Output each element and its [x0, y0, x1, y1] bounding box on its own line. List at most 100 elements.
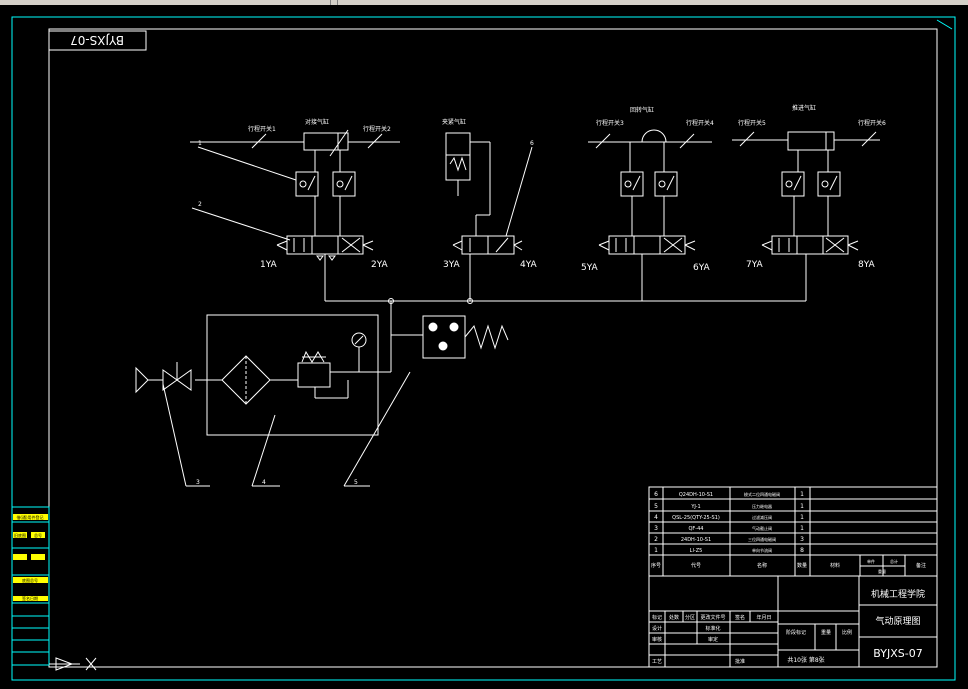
shutoff-valve — [135, 362, 192, 394]
cylinder-2-label: 夹紧气缸 — [442, 118, 466, 126]
bom-cell-no: 6 — [654, 491, 658, 498]
tb-std: 标准化 — [705, 625, 720, 632]
bom-header-single: 单件 — [867, 558, 875, 564]
bom-cell-name: 压力继电器 — [752, 503, 772, 509]
bom-header-total: 总计 — [890, 558, 898, 564]
switch-6-label: 行程开关6 — [858, 119, 886, 127]
callout-leaders-left — [191, 146, 297, 241]
tb-design: 设计 — [652, 625, 662, 632]
bom-cell-code: QF-44 — [689, 526, 704, 532]
tb-sign: 签名 — [735, 614, 745, 621]
bom-cell-no: 3 — [654, 525, 658, 532]
callout-leaders-bottom — [162, 371, 411, 487]
bom-cell-no: 4 — [654, 514, 658, 521]
bom-cell-no: 2 — [654, 536, 658, 543]
toolbar-segment — [331, 0, 338, 5]
pressure-switch — [422, 315, 509, 359]
bom-cell-name: 过滤减压阀 — [752, 514, 772, 520]
bom-cell-name: 三位四通电磁阀 — [748, 536, 776, 542]
cylinder-1-switches — [251, 133, 383, 149]
bom-cell-name: 单向节流阀 — [752, 547, 772, 553]
left-table-r4: 签名日期 — [22, 595, 38, 601]
tb-stage-mark: 阶段标记 — [786, 629, 806, 636]
tb-mark: 标记 — [652, 614, 662, 621]
solenoid-4ya: 4YA — [520, 260, 538, 270]
tb-change-doc: 更改文件号 — [700, 614, 725, 621]
tb-review: 审定 — [708, 636, 718, 643]
switch-4-label: 行程开关4 — [686, 119, 714, 127]
callout-6: 6 — [530, 140, 534, 147]
solenoid-3ya: 3YA — [443, 260, 461, 270]
bom-header-no: 序号 — [651, 562, 661, 569]
bom-cell-code: LI-Z5 — [690, 548, 703, 554]
switch-2-label: 行程开关2 — [363, 125, 391, 133]
tb-check: 审核 — [652, 636, 662, 643]
bom-cell-name: 梭式二位四通电磁阀 — [744, 491, 780, 497]
left-table-r2b: 总号 — [34, 532, 42, 538]
supply-manifold — [325, 298, 806, 372]
bom-cell-code: Q24DH-10-S1 — [679, 492, 713, 498]
tb-count: 处数 — [669, 614, 679, 621]
left-table — [11, 506, 50, 666]
cylinder-4-label: 推进气缸 — [792, 104, 816, 112]
tb-zone: 分区 — [685, 614, 695, 621]
title-school: 机械工程学院 — [871, 588, 925, 600]
tb-approve: 批准 — [735, 658, 745, 665]
bom-cell-code: YJ-1 — [690, 504, 700, 510]
drawing-canvas[interactable]: BYJXS-07 — [0, 5, 968, 685]
cylinder-3-group — [588, 129, 712, 301]
title-block-grid — [648, 575, 938, 668]
callout-4: 4 — [262, 479, 266, 486]
tb-process: 工艺 — [652, 659, 662, 665]
switch-3-label: 行程开关3 — [596, 119, 624, 127]
bom-cell-no: 5 — [654, 503, 658, 510]
bom-header-qty: 数量 — [797, 562, 807, 569]
bom-cell-qty: 1 — [800, 514, 804, 521]
bom-header-code: 代号 — [691, 562, 701, 569]
bom-header-note: 备注 — [916, 562, 926, 569]
bom-cell-name: 气动截止阀 — [752, 525, 772, 531]
bom-header-weight: 重量 — [878, 568, 886, 574]
frame-corner-mark — [936, 19, 953, 30]
left-table-r3: 底图总号 — [22, 577, 38, 583]
switch-1-label: 行程开关1 — [248, 125, 276, 133]
window-top-strip — [0, 0, 968, 5]
bom-cell-no: 1 — [654, 547, 658, 554]
left-table-r1: 借(通)用件登记 — [16, 514, 43, 520]
cylinder-1-group — [190, 129, 400, 301]
bom-header-material: 材料 — [830, 562, 840, 569]
tb-date: 年月日 — [756, 614, 771, 621]
bom-cell-code: 24DH-10-S1 — [681, 537, 711, 543]
callout-3: 3 — [196, 479, 200, 486]
mirrored-code-box: BYJXS-07 — [48, 30, 147, 51]
drawing-border — [48, 28, 938, 668]
tb-sheets: 共10张 第8张 — [787, 656, 824, 664]
bom-cell-qty: 8 — [800, 547, 804, 554]
cylinder-4-group — [732, 131, 880, 301]
solenoid-2ya: 2YA — [371, 260, 389, 270]
mirrored-code: BYJXS-07 — [70, 33, 124, 47]
solenoid-6ya: 6YA — [693, 263, 711, 273]
bom-cell-qty: 1 — [800, 503, 804, 510]
ucs-icon — [49, 657, 97, 671]
bom-cell-qty: 3 — [800, 536, 804, 543]
callout-2: 2 — [198, 201, 202, 208]
bom-cell-qty: 1 — [800, 491, 804, 498]
outer-frame — [11, 16, 956, 681]
title-drawing-name: 气动原理图 — [875, 615, 920, 627]
toolbar-segment — [0, 0, 331, 5]
solenoid-7ya: 7YA — [746, 260, 764, 270]
callout-1: 1 — [198, 140, 202, 147]
solenoid-5ya: 5YA — [581, 263, 599, 273]
switch-5-label: 行程开关5 — [738, 119, 766, 127]
solenoid-1ya: 1YA — [260, 260, 278, 270]
left-table-r2a: 旧底图 — [14, 532, 26, 538]
cylinder-1-label: 对接气缸 — [305, 118, 329, 126]
cylinder-3-label: 回转气缸 — [630, 106, 654, 114]
bom-cell-qty: 1 — [800, 525, 804, 532]
bom-header-name: 名称 — [757, 562, 767, 569]
callout-5: 5 — [354, 479, 358, 486]
solenoid-8ya: 8YA — [858, 260, 876, 270]
frl-unit — [195, 314, 391, 436]
